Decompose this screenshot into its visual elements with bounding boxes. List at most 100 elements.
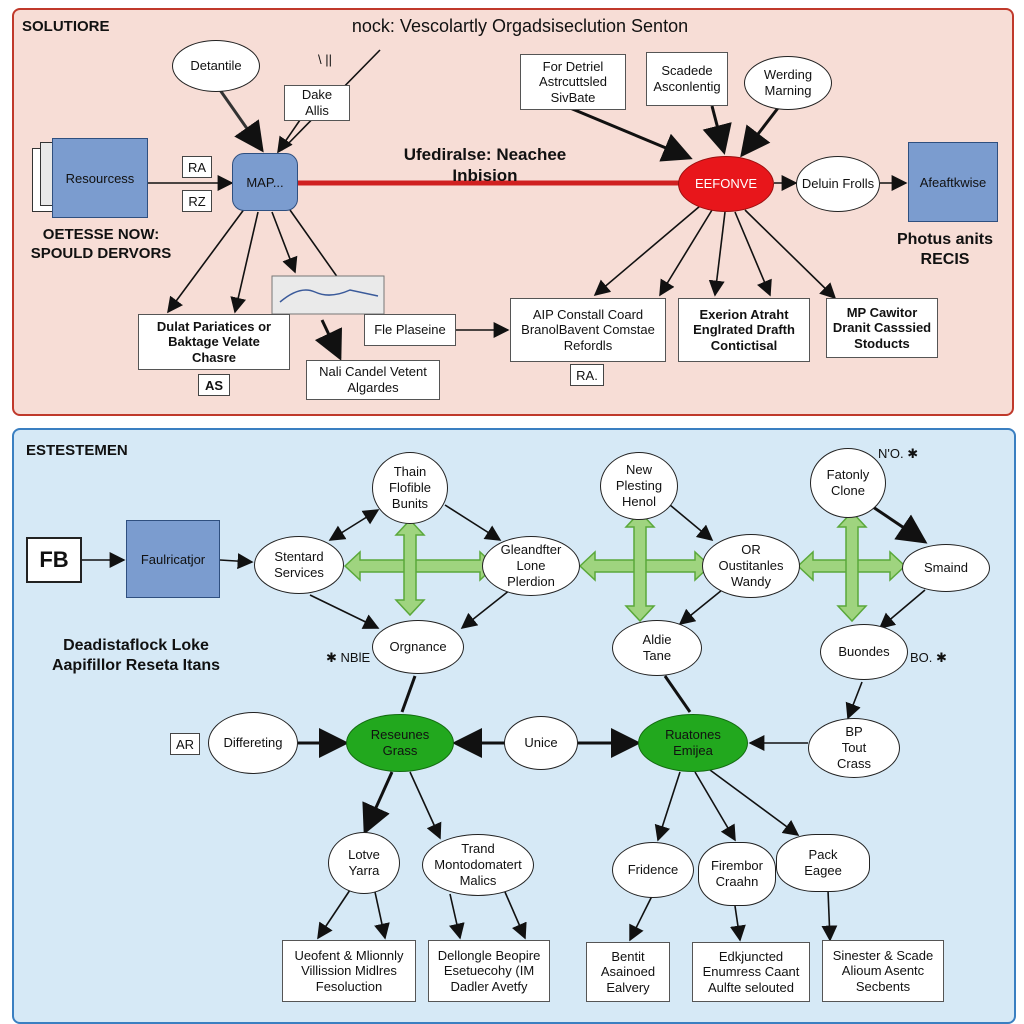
- gleandfter-node[interactable]: Gleandfter Lone Plerdion: [482, 536, 580, 596]
- diffreting-node[interactable]: Differeting: [208, 712, 298, 774]
- ra2-label: RA.: [570, 364, 604, 386]
- top-title: nock: Vescolartly Orgadsiseclution Sento…: [351, 16, 689, 36]
- top-marks: \ ||: [318, 52, 332, 67]
- trand-node[interactable]: Trand Montodomatert Malics: [422, 834, 534, 896]
- ruatones-node[interactable]: Ruatones Emijea: [638, 714, 748, 772]
- edge-eefonvl-aip: [593, 205, 701, 297]
- pack-node[interactable]: Pack Eagee: [776, 834, 870, 892]
- bottom-section-label: ESTESTEMEN: [26, 442, 128, 459]
- result-box-4[interactable]: Edkjuncted Enumress Caant Aulfte seloute…: [692, 942, 810, 1002]
- no-mark: N'O. ✱: [878, 446, 919, 461]
- bp-node[interactable]: BP Tout Crass: [808, 718, 900, 778]
- unice-node[interactable]: Unice: [504, 716, 578, 770]
- edge-gleandfter-ordnance: [460, 589, 511, 629]
- new-plesting-node[interactable]: New Plesting Henol: [600, 452, 678, 520]
- edge-eefonvl-mp: [744, 209, 837, 300]
- ra-label: RA: [182, 156, 212, 178]
- detantile-node[interactable]: Detantile: [172, 40, 260, 92]
- edge-lotve-b1: [317, 889, 351, 940]
- edge-resetunes-trand: [409, 771, 442, 840]
- result-box-3[interactable]: Bentit Asainoed Ealvery: [586, 942, 670, 1002]
- result-box-1[interactable]: Ueofent & Mlionnly Villission Midlres Fe…: [282, 940, 416, 1002]
- green-arrow-v3: [836, 510, 868, 623]
- top-section-label: SOLUTIORE: [22, 18, 110, 35]
- edge-aldie-ruatones: [663, 675, 692, 713]
- faulricatjor-box[interactable]: Faulricatjor: [126, 520, 220, 598]
- green-arrow-v1: [394, 518, 426, 617]
- edge-trand-b2: [449, 893, 465, 940]
- lotve-node[interactable]: Lotve Yarra: [328, 832, 400, 894]
- edge-stentard-thain: [328, 509, 380, 541]
- edge-thain-gleandfter: [444, 504, 502, 541]
- werding-node[interactable]: Werding Marning: [744, 56, 832, 110]
- scadede-box[interactable]: Scadede Asconlentig: [646, 52, 728, 106]
- nb-mark: ✱ NBlE: [326, 650, 371, 665]
- aldie-node[interactable]: Aldie Tane: [612, 620, 702, 676]
- result-box-5[interactable]: Sinester & Scade Alioum Asentc Secbents: [822, 940, 944, 1002]
- smaind-node[interactable]: Smaind: [902, 544, 990, 592]
- resources-box[interactable]: Resourcess: [52, 138, 148, 218]
- photus-caption: Photus anits RECIS: [896, 231, 993, 268]
- dulat-box[interactable]: Dulat Pariatices or Baktage Velate Chasr…: [138, 314, 290, 370]
- edge-resetunes-lotve: [362, 771, 394, 835]
- edge-oustitanles-aldie: [678, 589, 723, 626]
- nali-box[interactable]: Nali Candel Vetent Algardes: [306, 360, 440, 400]
- exerion-box[interactable]: Exerion Atraht Englrated Drafth Conticti…: [678, 298, 810, 362]
- dead-label: Deadistaflock Loke Aapifillor Reseta Ita…: [51, 637, 221, 674]
- edge-firembor-b4: [729, 905, 746, 942]
- left-caption: OETESSE NOW: SPOULD DERVORS: [30, 226, 172, 262]
- edge-stentard-ordnance: [309, 594, 380, 629]
- as-label: AS: [198, 374, 230, 396]
- green-arrow-h1: [343, 550, 497, 582]
- edge-eefonvl-exer2: [734, 211, 772, 297]
- edge-trand-b2b: [504, 891, 527, 940]
- edge-map-dulat2: [230, 211, 259, 314]
- fridence-node[interactable]: Fridence: [612, 842, 694, 898]
- fle-plaseine-box[interactable]: Fle Plaseine: [364, 314, 456, 346]
- resetunes-node[interactable]: Reseunes Grass: [346, 714, 454, 772]
- edge-ruatones-pack: [709, 769, 800, 836]
- edge-werding-eefonvl: [740, 107, 780, 158]
- firembor-node[interactable]: Firembor Craahn: [698, 842, 776, 906]
- buondes-node[interactable]: Buondes: [820, 624, 908, 680]
- edge-eefonvl-aip2: [659, 209, 713, 297]
- edge-fatonly-smaind: [869, 503, 928, 544]
- edge-chart-nali: [314, 319, 342, 361]
- afeaftkwise-box[interactable]: Afeaftkwise: [908, 142, 998, 222]
- center-label: Ufediralse: Neachee Inbision: [403, 145, 567, 186]
- edge-detantile-map: [218, 89, 264, 153]
- oustitanles-node[interactable]: OR Oustitanles Wandy: [702, 534, 800, 598]
- edge-ruatones-fridence: [654, 771, 681, 842]
- edge-map-chart: [271, 211, 298, 274]
- ar-label: AR: [170, 733, 200, 755]
- bo-mark: BO. ✱: [910, 650, 947, 665]
- fb-box[interactable]: FB: [26, 537, 82, 583]
- stentard-node[interactable]: Stentard Services: [254, 536, 344, 594]
- mp-box[interactable]: MP Cawitor Dranit Casssied Stoducts: [826, 298, 938, 358]
- result-box-2[interactable]: Dellongle Beopire Esetuecohy (IM Dadler …: [428, 940, 550, 1002]
- edge-pack-b5: [821, 889, 838, 942]
- edge-for-eefonvl: [569, 106, 693, 162]
- dake-box[interactable]: Dake Allis: [284, 85, 350, 121]
- edge-smaind-buondes: [878, 589, 926, 630]
- edge-fridence-b3: [629, 895, 653, 942]
- edge-ordnance-resetunes: [400, 675, 417, 713]
- edge-buondes-bp: [845, 681, 863, 720]
- eefonvl-node[interactable]: EEFONVE: [678, 156, 774, 212]
- edge-scadede-eefonvl: [702, 105, 732, 155]
- for-detriel-box[interactable]: For Detriel Astrcuttsled SivBate: [520, 54, 626, 110]
- chart-thumbnail: [271, 275, 385, 315]
- edge-dake-map: [277, 119, 301, 154]
- deluin-node[interactable]: Deluin Frolls: [796, 156, 880, 212]
- aip-box[interactable]: AIP Constall Coard BranolBavent Comstae …: [510, 298, 666, 362]
- ordnance-node[interactable]: Orgnance: [372, 620, 464, 674]
- edge-ruatones-firembor: [694, 771, 736, 842]
- rz-label: RZ: [182, 190, 212, 212]
- fatonly-node[interactable]: Fatonly Clone: [810, 448, 886, 518]
- edge-lotve-b1b: [374, 891, 390, 940]
- thain-node[interactable]: Thain Flofible Bunits: [372, 452, 448, 524]
- map-node[interactable]: MAP...: [232, 153, 298, 211]
- edge-new-oustitanles: [669, 504, 714, 542]
- edge-map-dulat: [167, 207, 246, 314]
